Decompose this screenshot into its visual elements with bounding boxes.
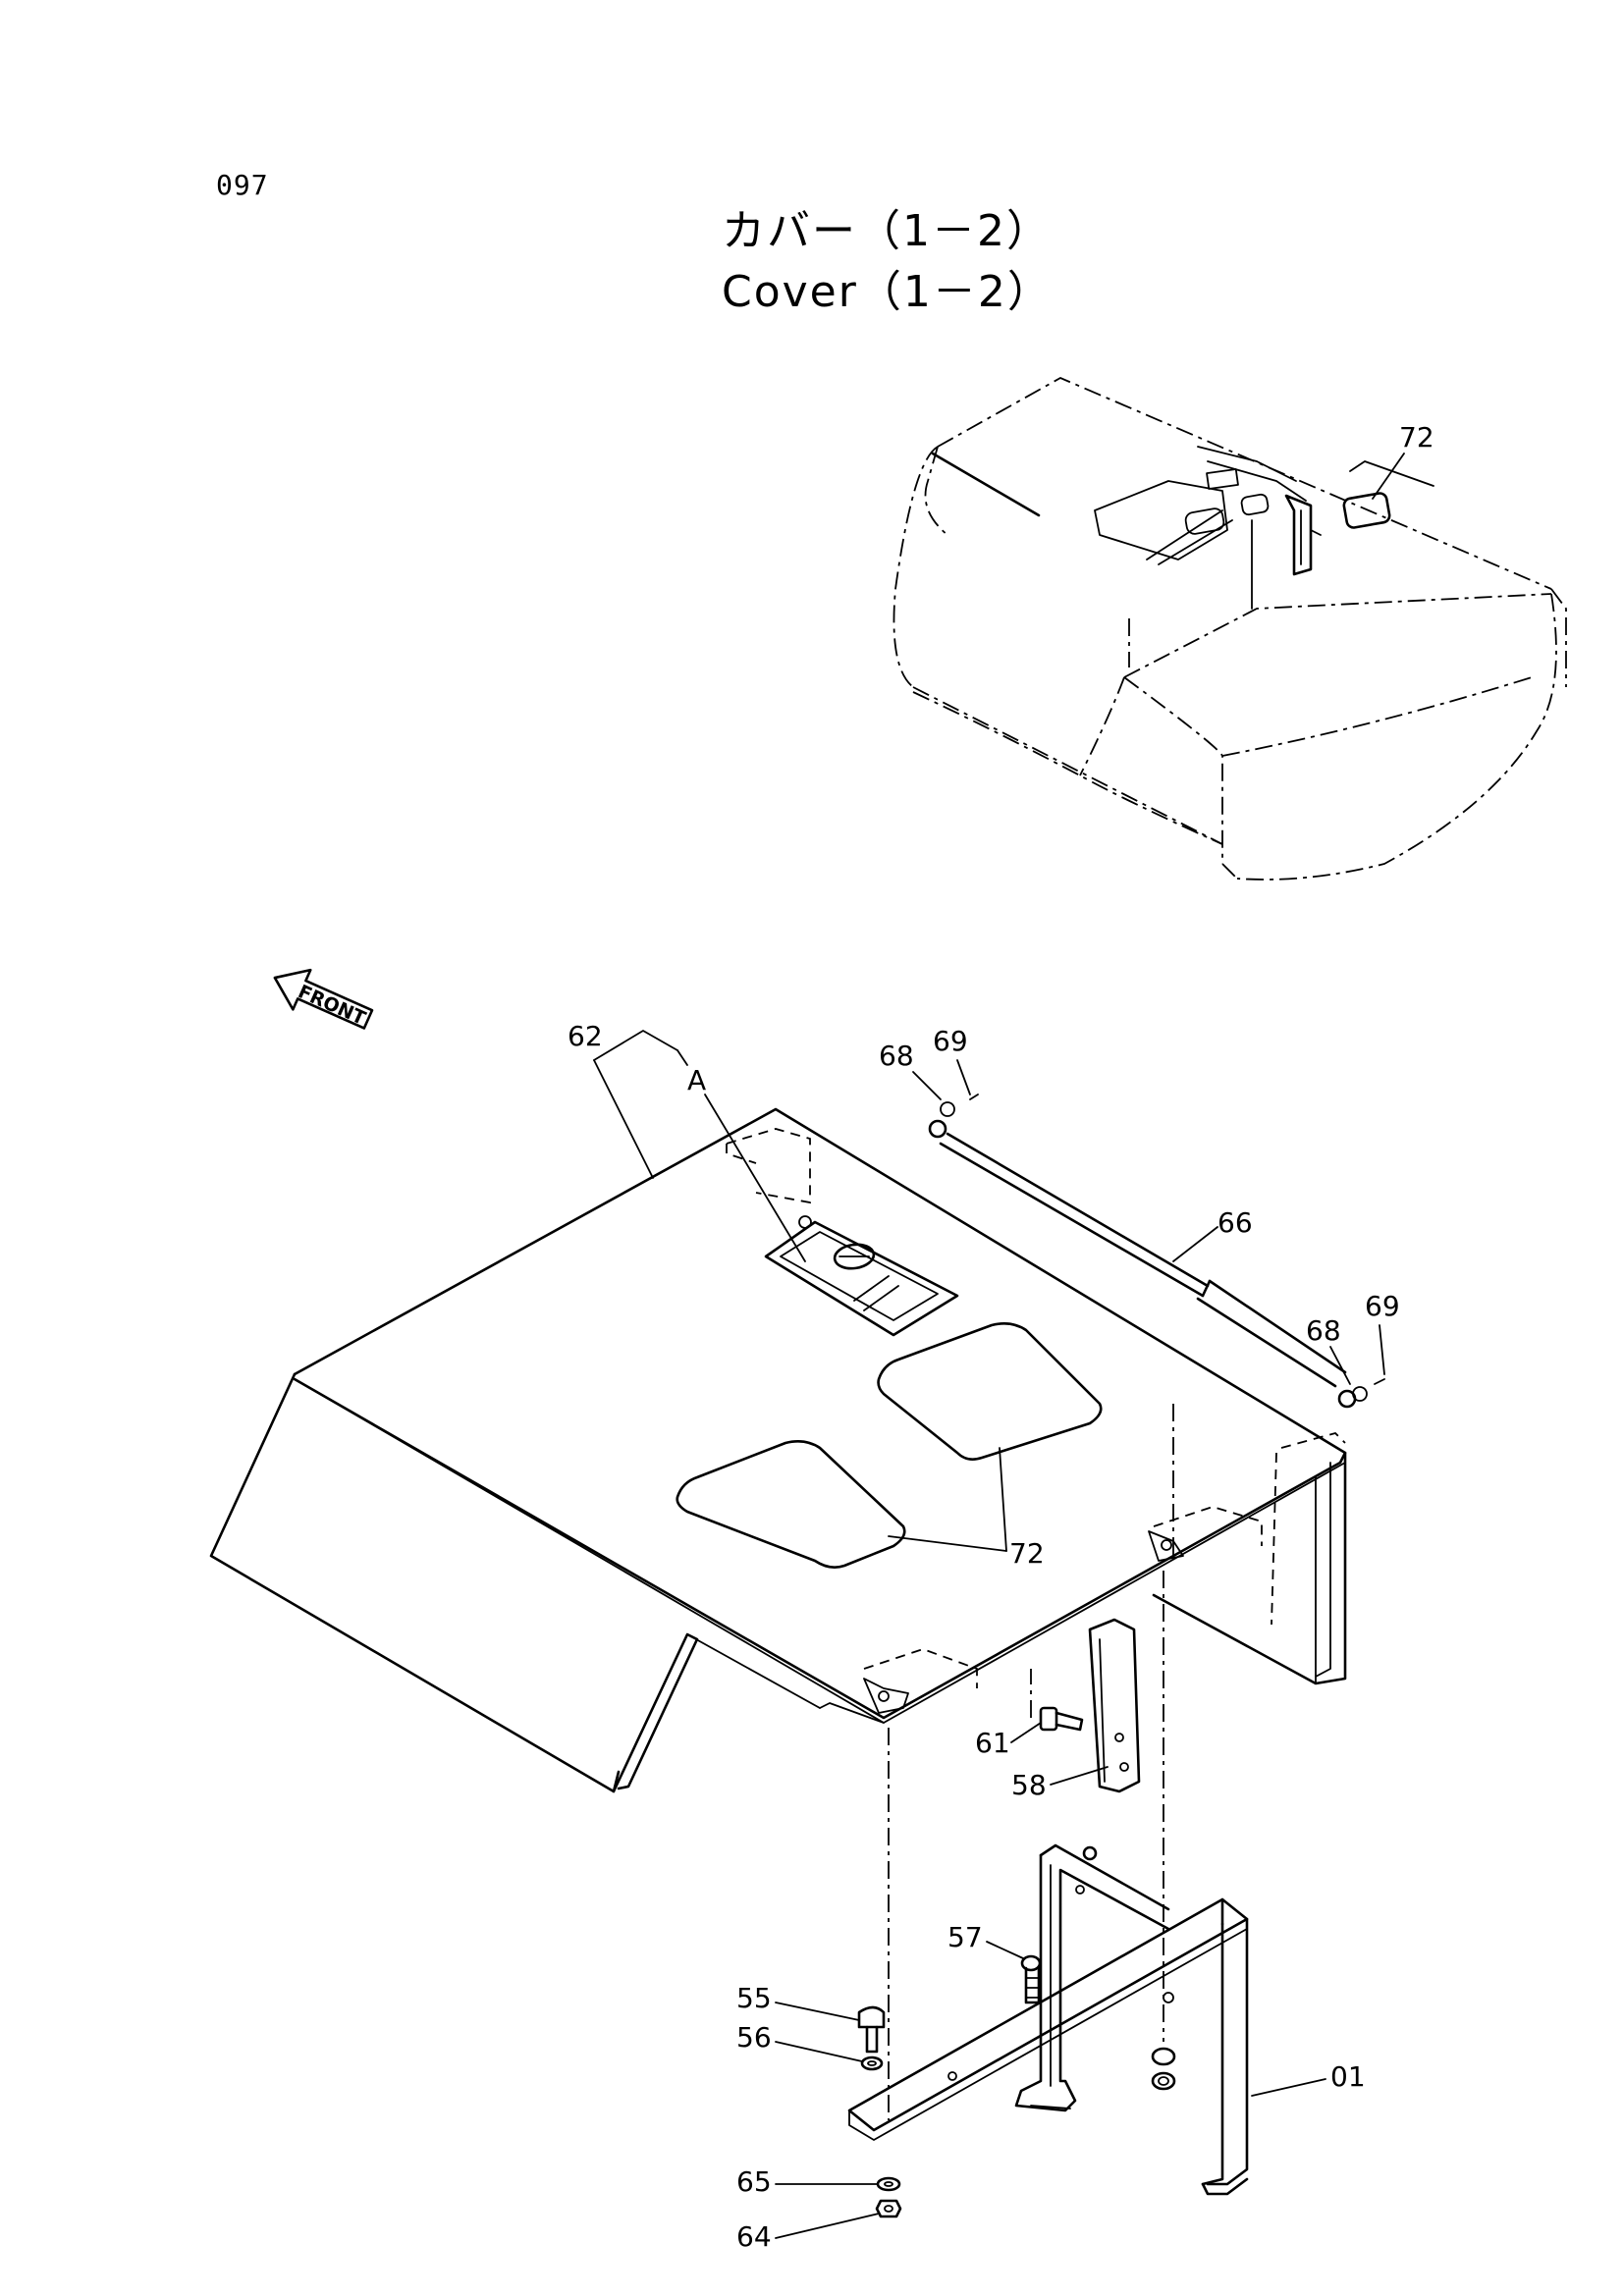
bolt-61 xyxy=(1039,1706,1084,1732)
leader-57 xyxy=(986,1941,1024,1959)
front-arrow-icon: FRONT xyxy=(273,968,374,1030)
callout-58: 58 xyxy=(1011,1769,1047,1801)
title-japanese: カバー（1－2） xyxy=(722,206,1052,256)
bolt-55 xyxy=(857,2005,886,2054)
leader-69-top xyxy=(956,1059,971,1095)
callout-56: 56 xyxy=(736,2021,772,2054)
callout-69-top: 69 xyxy=(933,1025,968,1057)
diagram-title: カバー（1－2） Cover（1－2） xyxy=(722,201,1053,323)
main-cover-assembly xyxy=(209,1107,1347,1793)
callout-64: 64 xyxy=(736,2220,772,2253)
leader-62-bracket xyxy=(593,1030,678,1061)
callout-57: 57 xyxy=(947,1921,983,1953)
leader-58 xyxy=(1050,1766,1109,1786)
callout-66: 66 xyxy=(1217,1206,1253,1239)
support-stand-01 xyxy=(847,1843,1249,2196)
callout-72-overview: 72 xyxy=(1399,421,1434,454)
callout-01: 01 xyxy=(1330,2060,1366,2093)
callout-55: 55 xyxy=(736,1982,772,2014)
callout-61: 61 xyxy=(975,1727,1010,1759)
leader-68-right xyxy=(1329,1346,1351,1385)
leader-55 xyxy=(775,2002,860,2021)
leader-72-b xyxy=(999,1447,1007,1552)
leader-72-a xyxy=(888,1535,1007,1552)
callout-68-top: 68 xyxy=(879,1040,914,1072)
leader-72-overview xyxy=(1372,453,1405,500)
callout-69-right: 69 xyxy=(1365,1290,1400,1322)
leader-64 xyxy=(775,2213,880,2239)
overview-machine-cover xyxy=(893,376,1567,881)
front-arrow-label: FRONT xyxy=(295,981,368,1030)
washer-56 xyxy=(860,2056,884,2071)
callout-a: A xyxy=(687,1064,706,1096)
callout-68-right: 68 xyxy=(1306,1314,1341,1347)
leader-56 xyxy=(775,2041,863,2062)
callout-65: 65 xyxy=(736,2165,772,2198)
page-number: 097 xyxy=(216,169,269,201)
nut-right xyxy=(1151,2047,1176,2091)
callout-72-main: 72 xyxy=(1009,1537,1045,1570)
nut-64 xyxy=(875,2199,902,2218)
callout-62: 62 xyxy=(568,1020,603,1052)
gas-spring-66 xyxy=(928,1094,1385,1409)
bolt-57 xyxy=(1020,1954,1042,2004)
washer-65 xyxy=(876,2176,901,2192)
bracket-58 xyxy=(1088,1618,1141,1793)
leader-01 xyxy=(1251,2078,1326,2097)
title-english: Cover（1－2） xyxy=(722,267,1053,317)
leader-61 xyxy=(1010,1722,1042,1743)
leader-a xyxy=(704,1094,806,1262)
leader-69-right xyxy=(1379,1324,1385,1375)
leader-62 xyxy=(593,1059,654,1179)
leader-68-top xyxy=(912,1071,942,1100)
leader-66 xyxy=(1172,1226,1218,1262)
